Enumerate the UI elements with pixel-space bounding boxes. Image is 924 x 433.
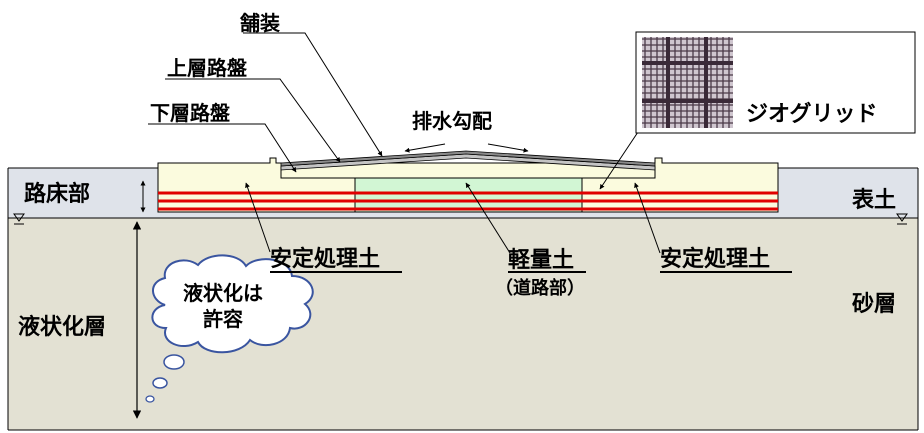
bubble-text-line1: 液状化は [183, 281, 263, 305]
thought-bubble [145, 254, 314, 403]
geogrid-mesh-icon [642, 37, 733, 128]
drainage-arrow-right-icon [487, 143, 529, 153]
stabilized-right-leader-line [634, 182, 661, 254]
lower-base-label: 下層路盤 [150, 101, 231, 125]
drainage-slope-label: 排水勾配 [412, 109, 492, 133]
lightweight-soil-label: 軽量土 [508, 247, 574, 273]
sand-layer [8, 218, 918, 430]
road-part-label: （道路部） [495, 277, 585, 299]
subgrade-label: 路床部 [24, 181, 90, 207]
upper-base-leader-line [165, 78, 341, 163]
lightweight-soil-core [354, 177, 583, 213]
pavement-label: 舗装 [239, 11, 280, 35]
stabilized-right-label: 安定処理土 [660, 246, 770, 272]
liquefaction-layer-label: 液状化層 [18, 314, 106, 340]
drainage-arrow-left-icon [404, 143, 446, 153]
lower-base-leader-line [148, 123, 297, 173]
sand-layer-label: 砂層 [852, 291, 896, 317]
pavement-layer [280, 150, 656, 167]
stabilized-left-leader-line [245, 182, 271, 253]
water-level-triangle-icon [896, 213, 908, 225]
lightweight-leader-line [465, 182, 511, 254]
upper-base-label: 上層路盤 [167, 56, 248, 80]
geogrid-mesh-icon [642, 37, 733, 128]
pavement-leader-line [243, 32, 383, 157]
geogrid-label: ジオグリッド [746, 101, 878, 127]
water-level-triangle-icon [13, 213, 25, 225]
stabilized-left-label: 安定処理土 [270, 246, 380, 272]
topsoil-label: 表土 [852, 188, 896, 213]
bubble-text-line2: 許容 [203, 307, 243, 331]
